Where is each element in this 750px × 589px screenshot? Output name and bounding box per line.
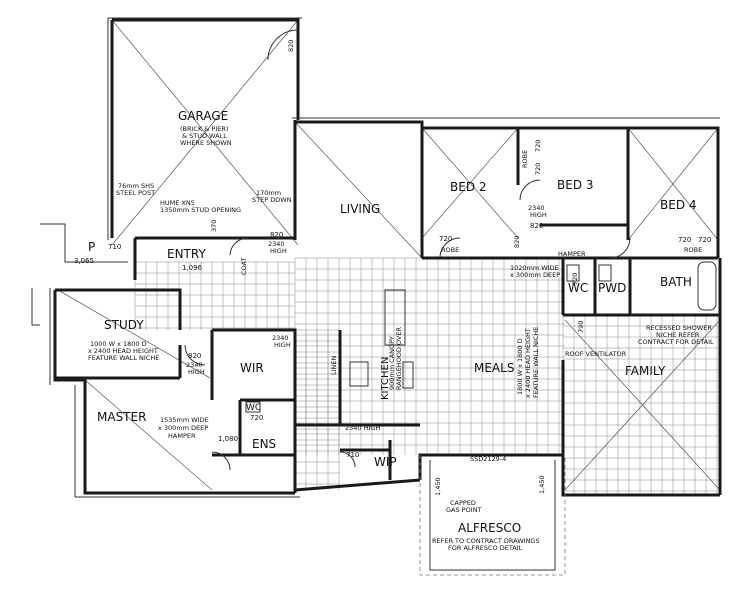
note-study-niche-2: x 2400 HEAD HEIGHT [88,347,158,355]
room-alfresco: ALFRESCO [458,521,521,535]
note-canopy-2: RANGEHOOD OVER [395,327,403,390]
dim-1096: 1,096 [182,264,203,272]
note-hume-1: HUME XN5 [160,199,195,207]
note-high-study: 2340 [186,361,203,369]
room-wc-ensuite: WC [246,403,261,413]
note-meals-niche-1: 1800 W x 1800 D [516,338,524,395]
note-meals-niche-2: x 2400 HEAD HEIGHT [524,328,532,398]
note-garage-2: & STUD WALL [182,132,227,140]
note-high-wir-label: HIGH [274,341,291,349]
room-linen: LINEN [330,355,338,375]
dim-720-wc: 720 [571,273,579,285]
note-study-niche-1: 1000 W x 1800 D [90,340,147,348]
note-spec-id: SSD2129-4 [470,455,506,463]
dim-720-bed3b: 720 [534,163,542,175]
room-wip: WIP [374,455,397,469]
dim-710: 710 [108,243,121,251]
note-high-wir: 2340 [272,334,289,342]
note-high-entry: 2340 [268,240,285,248]
room-study: STUDY [104,318,144,332]
walls [31,17,722,576]
room-ens: ENS [252,437,276,451]
room-living: LIVING [340,202,380,216]
door-swings [184,29,631,471]
dim-1080: 1,080 [218,435,238,443]
note-post-2: STEEL POST [116,189,155,197]
dim-720-bed2: 720 [439,235,452,243]
dim-370: 370 [210,220,218,232]
note-garage-3: WHERE SHOWN [180,139,232,147]
room-labels: GARAGE LIVING BED 2 BED 3 BED 4 ENTRY ST… [88,109,697,535]
note-hume-2: 1350mm STUD OPENING [160,206,241,214]
room-diagonals [57,19,721,491]
room-family: FAMILY [625,364,666,378]
note-recess-2: NICHE REFER [656,331,700,339]
dim-720-bed4a: 720 [678,236,691,244]
note-post-1: 76mm SHS [118,182,154,190]
note-high-bed3-label: HIGH [530,211,547,219]
note-hamper: HAMPER [558,250,586,258]
notes: (BRICK & PIER) & STUD WALL WHERE SHOWN 7… [88,125,714,552]
note-hamper-wide-2: x 300mm DEEP [510,271,560,279]
note-garage-1: (BRICK & PIER) [180,125,228,133]
note-capped-2: GAS POINT [446,506,481,514]
dim-1450b: 1,450 [538,475,546,494]
dim-720-ens: 720 [250,414,263,422]
dim-820-garage: 820 [287,40,295,52]
room-porch: P [88,240,95,254]
note-high-entry-label: HIGH [270,247,287,255]
dim-820-bed3: 820 [530,222,543,230]
note-master-hamper-3: HAMPER [168,432,196,440]
note-alfresco-2: FOR ALFRESCO DETAIL [448,544,523,552]
room-wc: WC [568,281,588,295]
dim-820-study: 820 [188,352,201,360]
room-entry: ENTRY [167,247,206,261]
dim-720-bed4b: 720 [698,236,711,244]
room-bath: BATH [660,275,692,289]
dim-1450a: 1,450 [434,477,442,496]
note-step-2: STEP DOWN [252,196,292,204]
room-master: MASTER [97,410,146,424]
note-capped-1: CAPPED [450,499,476,507]
tile-grid [134,257,720,495]
room-garage: GARAGE [178,109,228,123]
note-recess-1: RECESSED SHOWER [646,324,712,332]
room-bed2: BED 2 [450,180,487,194]
room-kitchen: KITCHEN [380,357,391,400]
note-alfresco-1: REFER TO CONTRACT DRAWINGS [432,537,540,545]
note-canopy-1: 900mm CANOPY [388,336,396,390]
note-high-inline: 2340 HIGH [345,424,380,432]
room-bed4: BED 4 [660,198,697,212]
note-hamper-wide-1: 1020mm WIDE [510,264,559,272]
note-robe-bed2: ROBE [441,246,459,254]
dim-820-hall: 820 [513,236,521,248]
note-master-hamper-2: x 300mm DEEP [158,424,208,432]
note-meals-niche-3: FEATURE WALL NICHE [532,327,540,398]
note-step-1: 170mm [256,189,281,197]
dim-790: 790 [577,321,585,333]
dim-820-entry: 820 [270,231,283,239]
note-robe-bed4: ROBE [684,246,702,254]
room-wir: WIR [240,361,264,375]
room-pwd: PWD [598,281,626,295]
note-roof-vent: ROOF VENTILATOR [565,350,627,358]
note-study-niche-3: FEATURE WALL NICHE [88,354,159,362]
dim-710-wip: 710 [346,451,359,459]
note-high-study-label: HIGH [188,368,205,376]
room-coat: COAT [240,258,248,275]
room-meals: MEALS [474,361,514,375]
note-high-bed3: 2340 [528,204,545,212]
note-master-hamper-1: 1535mm WIDE [160,416,209,424]
dimensions: 820 710 3,065 1,096 370 820 720 720 720 … [74,40,711,496]
fixtures [245,261,717,413]
note-robe-bed3: ROBE [521,150,529,168]
dim-3065: 3,065 [74,257,94,265]
note-recess-3: CONTRACT FOR DETAIL [638,338,714,346]
dim-720-bed3a: 720 [534,140,542,152]
room-bed3: BED 3 [557,178,594,192]
